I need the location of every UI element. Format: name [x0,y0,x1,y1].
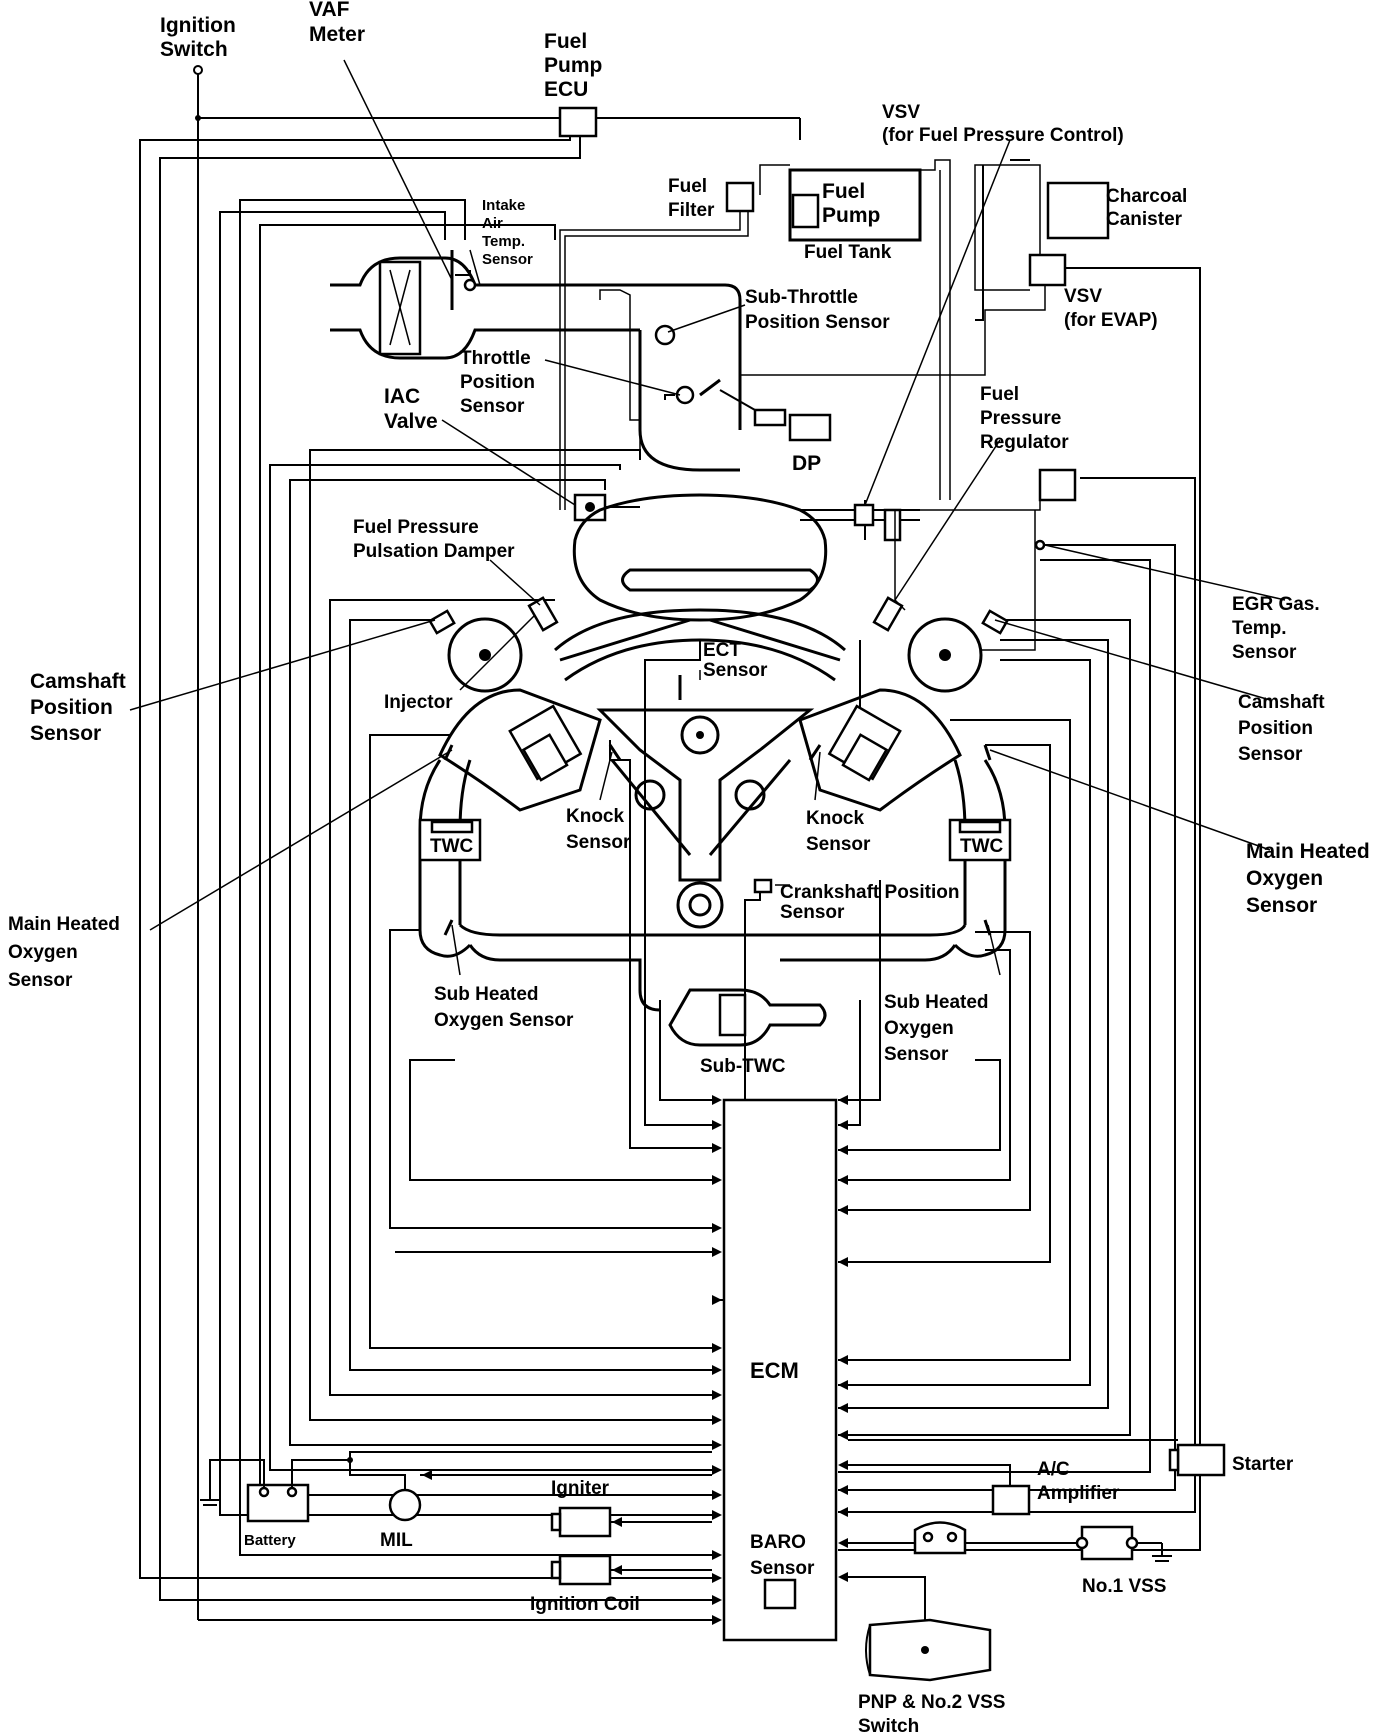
pnp-no2-vss-switch-label: PNP & No.2 VSS [858,1692,1005,1713]
ac-amplifier-label: A/C [1037,1459,1070,1480]
camshaft-position-sensor-left-label: Camshaft [30,670,126,693]
fuel-pump-ecu-label: Fuel [544,30,587,53]
igniter-label: Igniter [551,1478,610,1499]
sub-heated-oxygen-sensor-right-label: Sub Heated [884,992,989,1013]
fuel-pressure-regulator-label: Fuel [980,384,1019,405]
main-heated-oxygen-sensor-left-label: Main Heated [8,914,120,935]
throttle-position-sensor-label: Throttle [460,348,531,369]
right-wiring-harness [838,159,1201,1551]
charcoal-canister-label: Charcoal [1106,186,1187,207]
fuel-filter-box [725,181,755,213]
svg-text:VSV(for EVAP): VSV(for EVAP) [1064,286,1158,331]
ect-sensor-label: ECT [703,640,741,661]
ecm-arrows [422,1095,848,1625]
ecm-label: ECM [750,1358,799,1383]
vsv-evap-label: VSV [1064,286,1102,307]
battery-box [246,1483,310,1523]
twc-right-label: TWC [960,836,1004,857]
bottom-peripherals [200,1439,1226,1682]
sub-throttle-position-sensor-label: Sub-Throttle [745,287,858,308]
fuel-tank-label: Fuel Tank [804,242,892,263]
crankshaft-position-sensor-label: Crankshaft Position [780,882,959,903]
sub-twc-label: Sub-TWC [700,1056,786,1077]
dp-label: DP [792,452,821,475]
leader-lines [129,59,1286,976]
ecm-box [722,1098,838,1642]
fuel-system [558,106,1110,651]
fuel-pump-box [791,193,820,229]
ignition-coil-label: Ignition Coil [530,1594,640,1615]
mil-label: MIL [380,1530,413,1551]
vaf-meter-label-1: VAF [309,0,350,21]
svg-text:EGR Gas.Temp.Sensor: EGR Gas.Temp.Sensor [1232,594,1320,663]
engine-block [418,596,1012,1047]
fuel-filter-label: Fuel [668,176,707,197]
no1-vss-label: No.1 VSS [1082,1576,1166,1597]
battery-label: Battery [244,1532,296,1549]
fuel-pressure-pulsation-damper-label: Fuel Pressure [353,517,479,538]
fuel-pump-ecu-box [558,106,598,138]
camshaft-position-sensor-right-label: Camshaft [1238,692,1325,713]
injector-label: Injector [384,692,453,713]
knock-sensor-right-label: Knock [806,808,865,829]
ecm-unit [722,1098,838,1642]
intake-air-temp-sensor-label: Intake [482,197,525,214]
knock-sensor-left-label: Knock [566,806,625,827]
twc-left-label: TWC [430,836,474,857]
baro-sensor-label: BARO [750,1532,806,1553]
svg-text:VSV(for Fuel Pressure Control): VSV(for Fuel Pressure Control) [882,102,1124,146]
vsv-fuel-pressure-label: VSV [882,102,920,123]
iac-valve-label: IAC [384,385,420,408]
ignition-switch-label-1: Ignition [160,14,236,37]
starter-label: Starter [1232,1454,1294,1475]
charcoal-canister-box [1046,181,1110,240]
main-heated-oxygen-sensor-right-label: Main Heated [1246,840,1370,863]
fuel-pump-label: Fuel [822,180,865,203]
egr-gas-temp-sensor-label: EGR Gas. [1232,594,1320,615]
baro-sensor-box [763,1578,797,1610]
sub-heated-oxygen-sensor-left-label: Sub Heated [434,984,539,1005]
